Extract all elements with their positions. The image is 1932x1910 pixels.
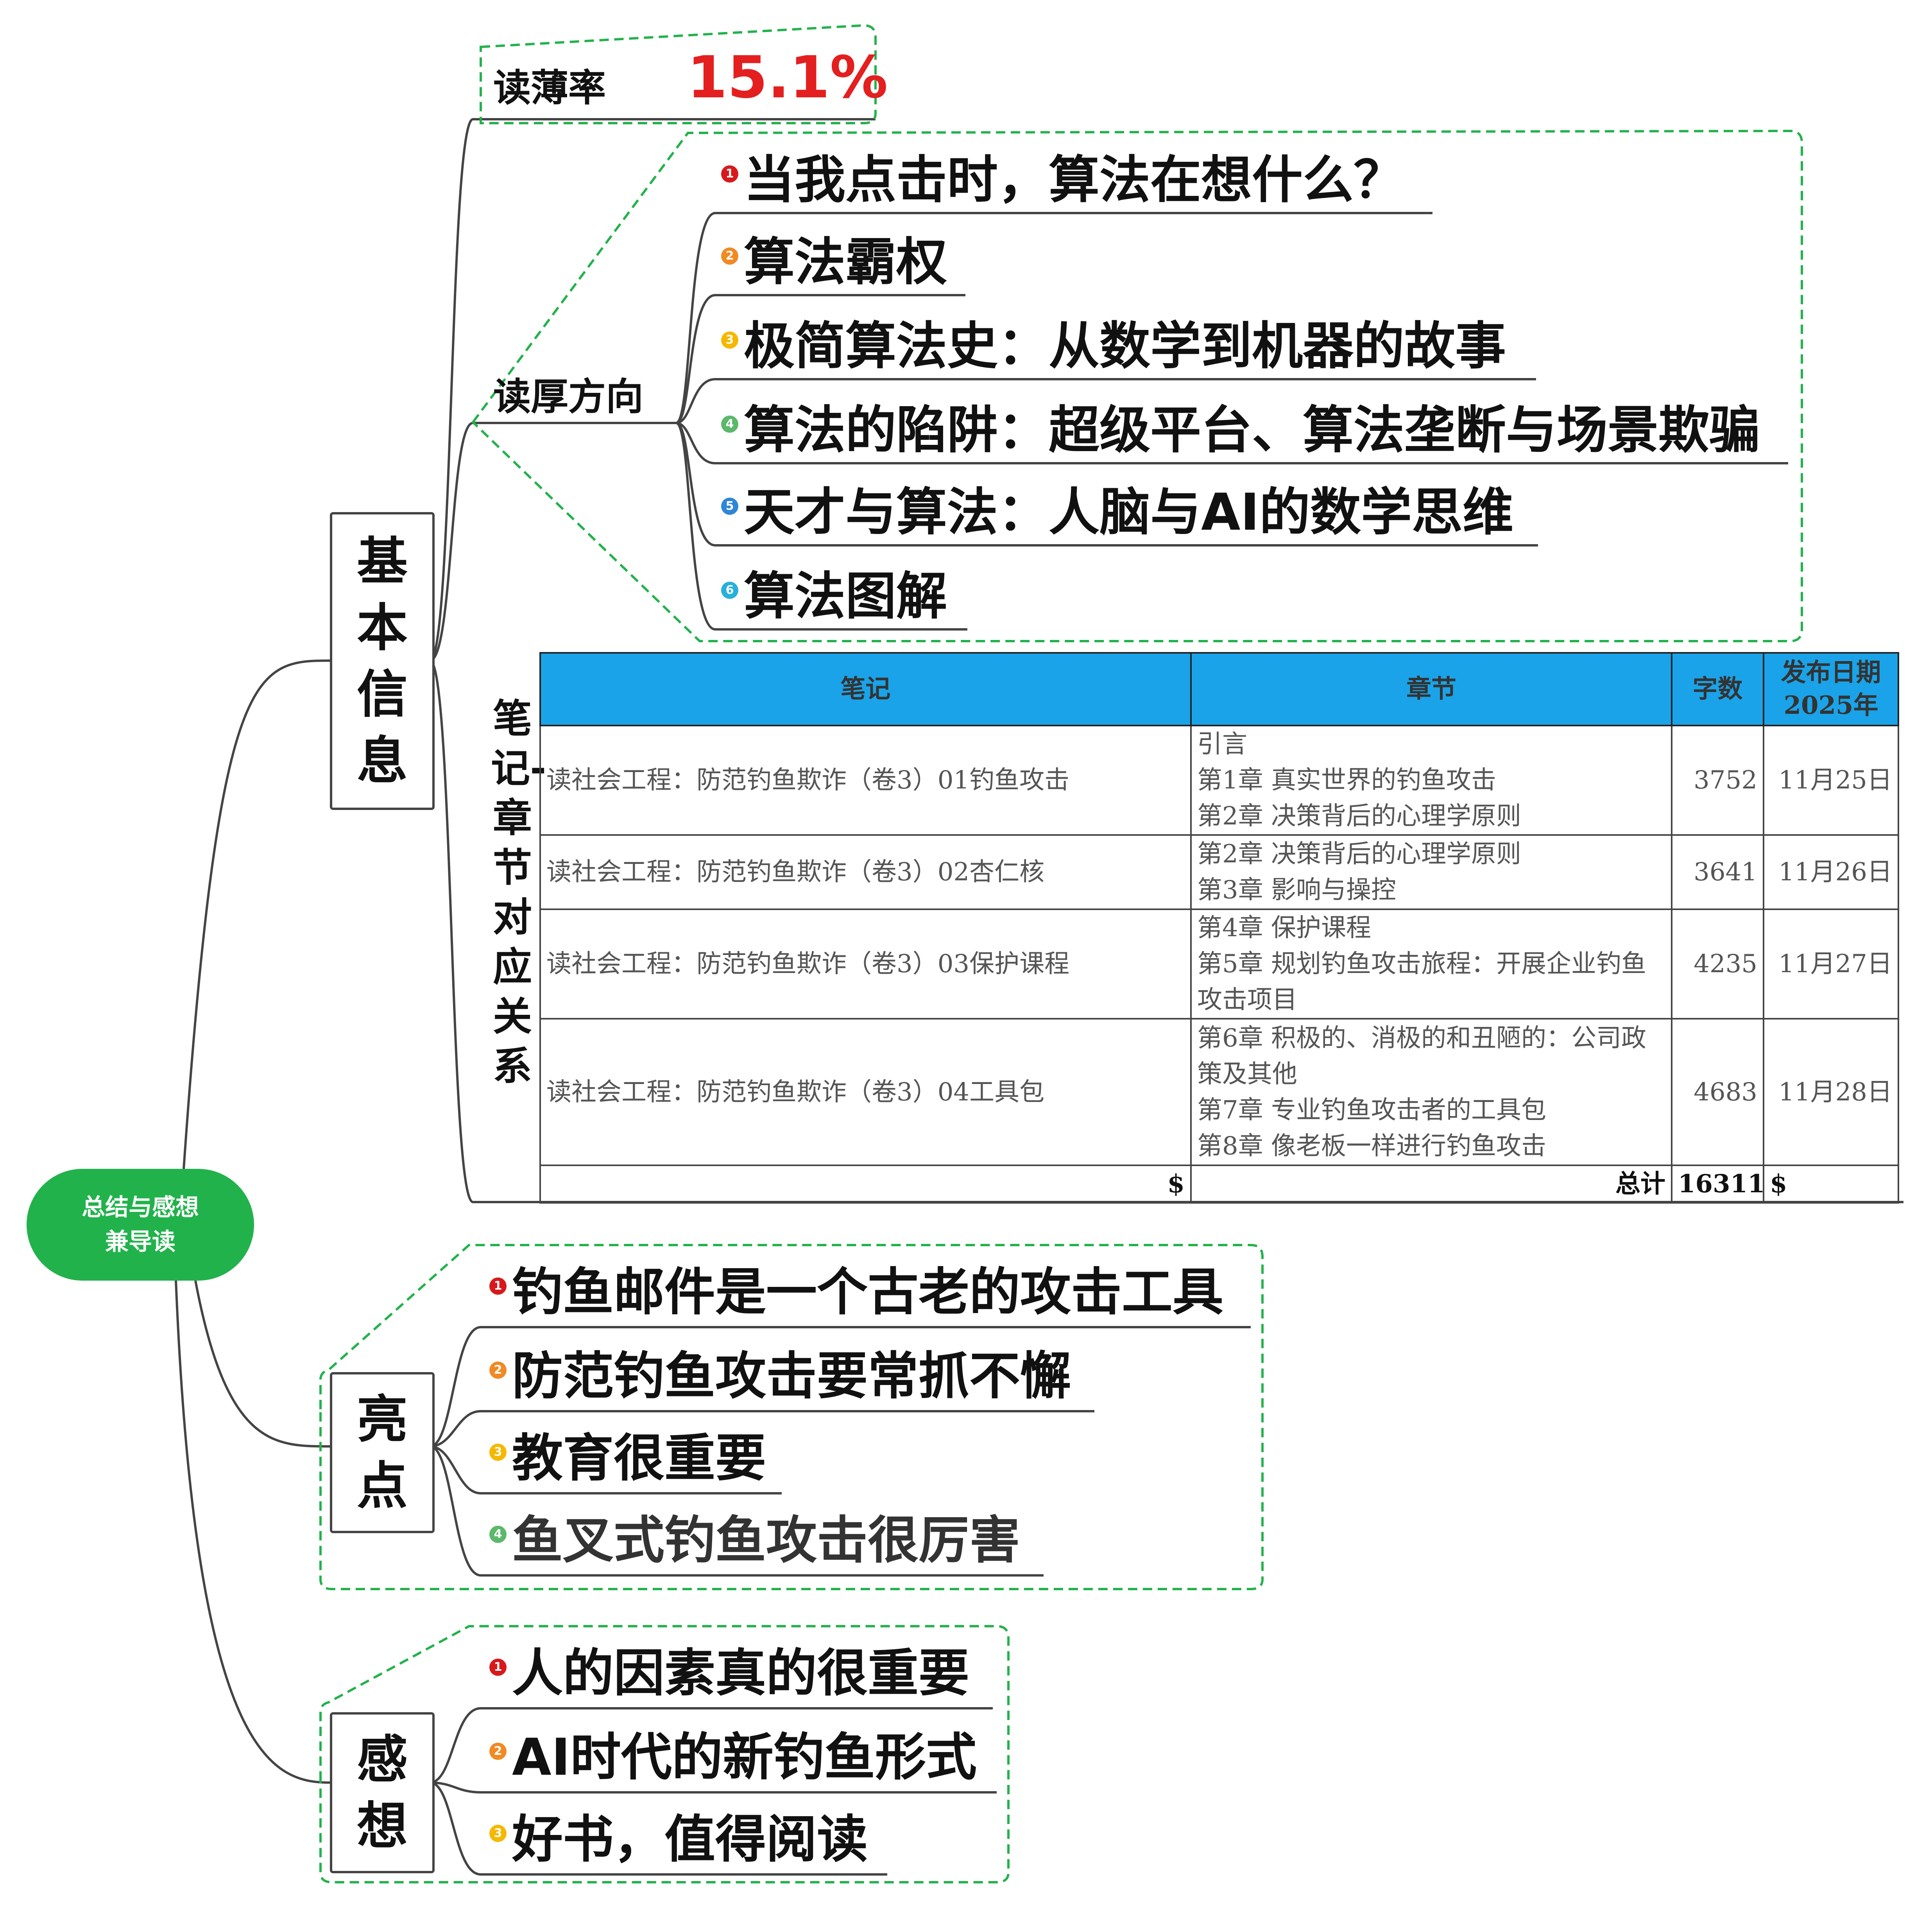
- table-row: 读社会工程：防范钓鱼欺诈（卷3）01钓鱼攻击 引言第1章 真实世界的钓鱼攻击第2…: [539, 725, 1899, 836]
- words-cell: 3752: [1671, 725, 1764, 836]
- chapter-line: 第7章 专业钓鱼攻击者的工具包: [1197, 1095, 1547, 1125]
- note-cell: 读社会工程：防范钓鱼欺诈（卷3）02杏仁核: [539, 834, 1192, 910]
- branch-basic-info-label: 基本信息: [357, 532, 408, 790]
- read-thick-item-5[interactable]: 5 天才与算法：人脑与AI的数学思维: [721, 477, 1513, 547]
- read-thick-item-3[interactable]: 3 极简算法史：从数学到机器的故事: [721, 311, 1506, 381]
- number-badge-1: 1: [721, 165, 738, 183]
- branch-basic-info[interactable]: 基本信息: [330, 512, 435, 810]
- branch-thoughts-label: 感想: [357, 1730, 408, 1856]
- total-cell-4: $: [1763, 1165, 1899, 1204]
- root-node[interactable]: 总结与感想 兼导读: [27, 1169, 254, 1281]
- read-thin-label: 读薄率: [493, 66, 606, 110]
- date-cell: 11月25日: [1763, 725, 1899, 836]
- chapter-cell: 第6章 积极的、消极的和丑陋的：公司政策及其他第7章 专业钓鱼攻击者的工具包第8…: [1190, 1018, 1672, 1166]
- total-label: 总计: [1190, 1165, 1672, 1204]
- number-badge-3: 3: [489, 1825, 507, 1842]
- highlight-text: 防范钓鱼攻击要常抓不懈: [512, 1346, 1071, 1406]
- highlight-item-1[interactable]: 1 钓鱼邮件是一个古老的攻击工具: [489, 1257, 1223, 1327]
- date-cell: 11月26日: [1763, 834, 1899, 910]
- number-badge-1: 1: [489, 1659, 507, 1676]
- highlight-text: 鱼叉式钓鱼攻击很厉害: [512, 1510, 1021, 1570]
- note-cell: 读社会工程：防范钓鱼欺诈（卷3）03保护课程: [539, 908, 1192, 1020]
- highlight-item-3[interactable]: 3 教育很重要: [489, 1423, 766, 1493]
- read-thick-text: 天才与算法：人脑与AI的数学思维: [744, 482, 1513, 542]
- thought-item-3[interactable]: 3 好书，值得阅读: [489, 1804, 868, 1874]
- number-badge-4: 4: [721, 416, 738, 433]
- read-thick-text: 算法的陷阱：超级平台、算法垄断与场景欺骗: [744, 400, 1760, 460]
- branch-highlights-label: 亮点: [357, 1390, 408, 1516]
- number-badge-4: 4: [489, 1526, 507, 1543]
- chapter-line: 第2章 决策背后的心理学原则: [1197, 840, 1522, 869]
- note-cell: 读社会工程：防范钓鱼欺诈（卷3）04工具包: [539, 1018, 1192, 1166]
- chapter-line: 第4章 保护课程: [1197, 914, 1372, 942]
- chapter-line: 第5章 规划钓鱼攻击旅程：开展企业钓鱼攻击项目: [1197, 950, 1647, 1014]
- number-badge-6: 6: [721, 582, 738, 599]
- date-cell: 11月27日: [1763, 908, 1899, 1020]
- number-badge-2: 2: [489, 1743, 507, 1760]
- chapter-line: 第1章 真实世界的钓鱼攻击: [1197, 766, 1497, 795]
- chapter-cell: 第4章 保护课程第5章 规划钓鱼攻击旅程：开展企业钓鱼攻击项目: [1190, 908, 1672, 1020]
- read-thick-item-2[interactable]: 2 算法霸权: [721, 227, 947, 297]
- header-date-line2: 2025年: [1783, 691, 1878, 720]
- header-words: 字数: [1671, 652, 1764, 726]
- read-thick-text: 当我点击时，算法在想什么？: [744, 150, 1405, 210]
- number-badge-1: 1: [489, 1278, 507, 1295]
- number-badge-2: 2: [721, 247, 738, 265]
- notes-chapters-table: 笔记 章节 字数 发布日期 2025年 读社会工程：防范钓鱼欺诈（卷3）01钓鱼攻…: [539, 652, 1899, 1204]
- mapping-label: 笔记-章节对应关系: [491, 696, 546, 1089]
- chapter-cell: 第2章 决策背后的心理学原则第3章 影响与操控: [1190, 834, 1672, 910]
- thought-item-2[interactable]: 2 AI时代的新钓鱼形式: [489, 1722, 977, 1792]
- table-row: 读社会工程：防范钓鱼欺诈（卷3）04工具包 第6章 积极的、消极的和丑陋的：公司…: [539, 1018, 1899, 1166]
- root-title-line2: 兼导读: [105, 1228, 175, 1256]
- highlight-text: 钓鱼邮件是一个古老的攻击工具: [512, 1262, 1224, 1322]
- header-date: 发布日期 2025年: [1763, 652, 1899, 726]
- highlight-item-2[interactable]: 2 防范钓鱼攻击要常抓不懈: [489, 1341, 1071, 1411]
- read-thin-value: 15.1%: [687, 44, 888, 111]
- branch-highlights[interactable]: 亮点: [330, 1372, 435, 1533]
- date-cell: 11月28日: [1763, 1018, 1899, 1166]
- chapter-line: 第8章 像老板一样进行钓鱼攻击: [1197, 1131, 1547, 1161]
- read-thick-item-4[interactable]: 4 算法的陷阱：超级平台、算法垄断与场景欺骗: [721, 395, 1760, 465]
- table-row: 读社会工程：防范钓鱼欺诈（卷3）02杏仁核 第2章 决策背后的心理学原则第3章 …: [539, 834, 1899, 910]
- read-thick-item-6[interactable]: 6 算法图解: [721, 561, 947, 631]
- read-thick-text: 算法图解: [744, 566, 947, 626]
- root-title-line1: 总结与感想: [82, 1194, 199, 1221]
- table-total-row: $ 总计 16311 $: [539, 1165, 1899, 1204]
- note-cell: 读社会工程：防范钓鱼欺诈（卷3）01钓鱼攻击: [539, 725, 1192, 836]
- chapter-cell: 引言第1章 真实世界的钓鱼攻击第2章 决策背后的心理学原则: [1190, 725, 1672, 836]
- highlight-item-4[interactable]: 4 鱼叉式钓鱼攻击很厉害: [489, 1505, 1020, 1575]
- thought-text: AI时代的新钓鱼形式: [512, 1727, 977, 1787]
- read-thick-text: 极简算法史：从数学到机器的故事: [744, 316, 1506, 376]
- read-thick-label: 读厚方向: [493, 375, 643, 419]
- thought-text: 好书，值得阅读: [512, 1810, 868, 1869]
- number-badge-2: 2: [489, 1362, 507, 1379]
- number-badge-3: 3: [721, 331, 738, 349]
- number-badge-3: 3: [489, 1444, 507, 1461]
- chapter-line: 第3章 影响与操控: [1197, 876, 1397, 905]
- thought-text: 人的因素真的很重要: [512, 1643, 970, 1703]
- chapter-line: 引言: [1197, 730, 1247, 759]
- total-words: 16311: [1671, 1165, 1765, 1204]
- read-thick-item-1[interactable]: 1 当我点击时，算法在想什么？: [721, 145, 1404, 215]
- chapter-line: 第2章 决策背后的心理学原则: [1197, 802, 1522, 831]
- read-thick-text: 算法霸权: [744, 232, 947, 292]
- number-badge-5: 5: [721, 498, 738, 515]
- words-cell: 4235: [1671, 908, 1764, 1020]
- table-row: 读社会工程：防范钓鱼欺诈（卷3）03保护课程 第4章 保护课程第5章 规划钓鱼攻…: [539, 908, 1899, 1020]
- total-cell-1: $: [539, 1165, 1192, 1204]
- header-note: 笔记: [539, 652, 1192, 726]
- words-cell: 3641: [1671, 834, 1764, 910]
- highlight-text: 教育很重要: [512, 1428, 766, 1488]
- thought-item-1[interactable]: 1 人的因素真的很重要: [489, 1638, 969, 1708]
- header-chapter: 章节: [1190, 652, 1672, 726]
- branch-thoughts[interactable]: 感想: [330, 1712, 435, 1873]
- chapter-line: 第6章 积极的、消极的和丑陋的：公司政策及其他: [1197, 1023, 1647, 1089]
- words-cell: 4683: [1671, 1018, 1764, 1166]
- header-date-line1: 发布日期: [1781, 658, 1881, 687]
